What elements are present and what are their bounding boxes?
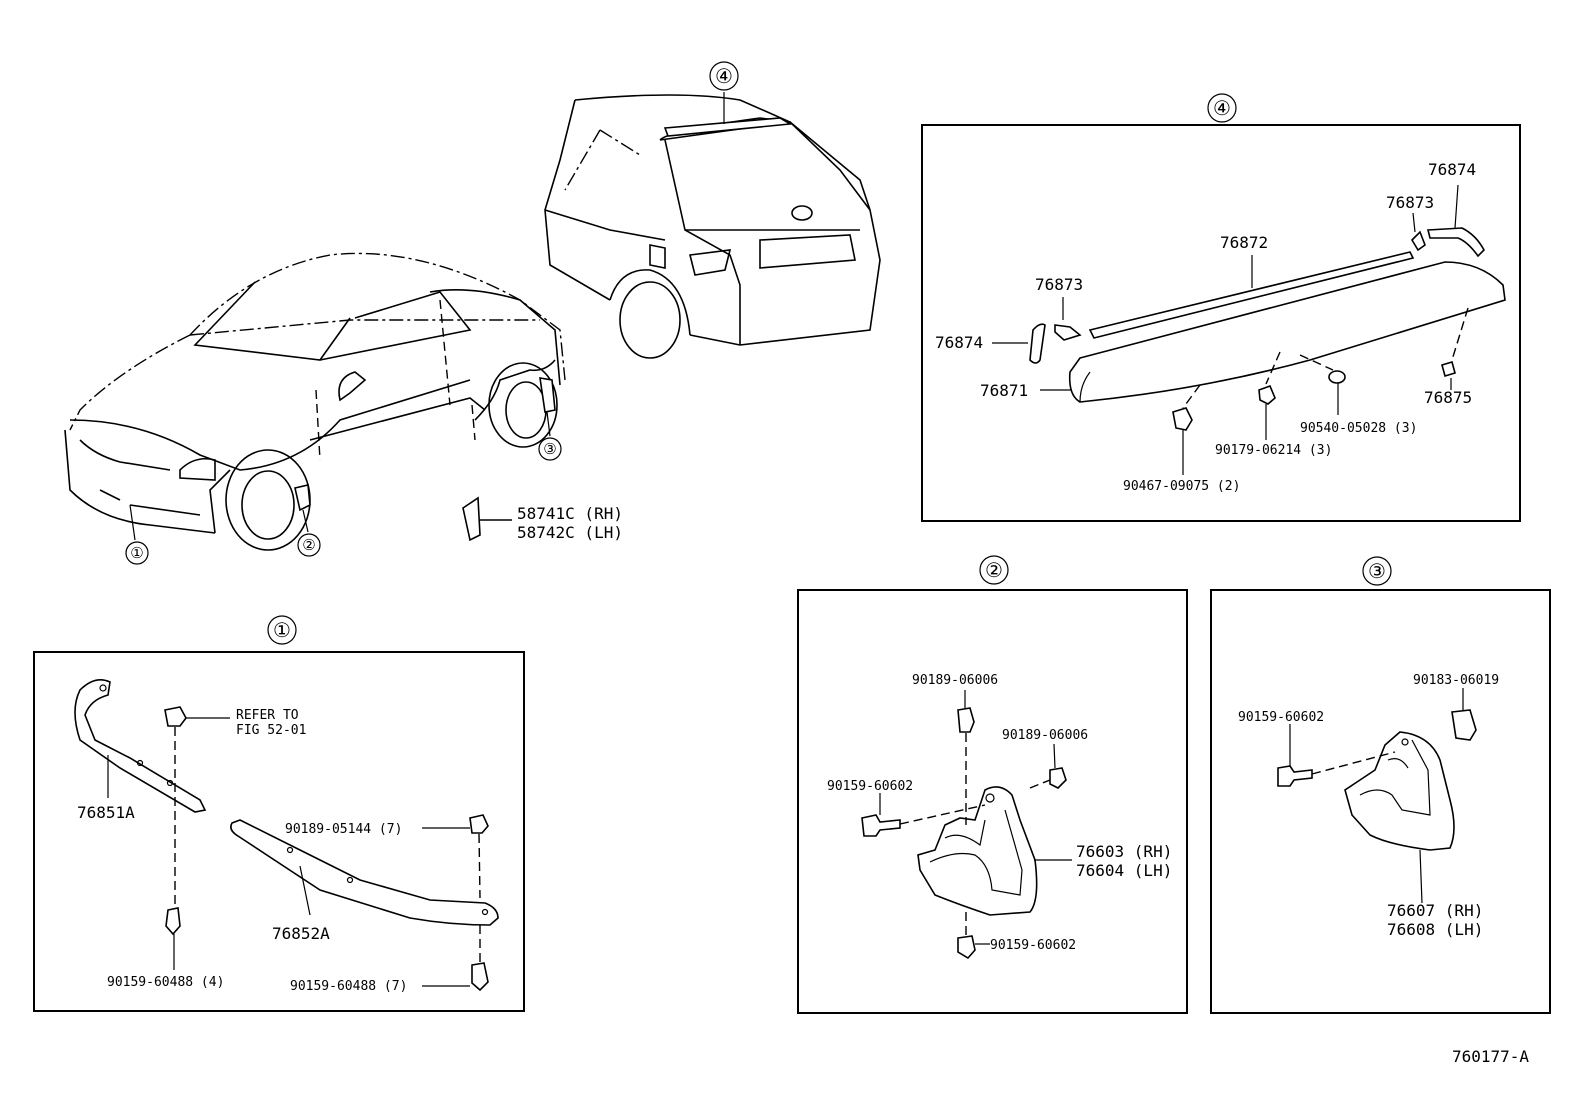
label-fig-52-01: FIG 52-01: [236, 723, 306, 738]
panel-4-title: ④: [1213, 96, 1231, 120]
label-76608-lh: 76608 (LH): [1387, 920, 1483, 939]
label-90179: 90179-06214 (3): [1215, 443, 1332, 458]
rocker-moulding: 58741C (RH) 58742C (LH): [462, 496, 623, 542]
label-76604-lh: 76604 (LH): [1076, 861, 1172, 880]
label-90159-60488-left: 90159-60488 (4): [107, 975, 224, 990]
label-90159-60602-bottom: 90159-60602: [990, 938, 1076, 953]
label-90183-06019: 90183-06019: [1413, 673, 1499, 688]
rocker-rh-label: 58741C (RH): [517, 504, 623, 523]
label-76871: 76871: [980, 381, 1028, 400]
label-refer-to: REFER TO: [236, 708, 299, 723]
label-76873-right: 76873: [1386, 193, 1434, 212]
label-90189-06006-top: 90189-06006: [912, 673, 998, 688]
panel-2-title: ②: [985, 558, 1003, 582]
callout-label: ①: [130, 544, 143, 562]
label-90540: 90540-05028 (3): [1300, 421, 1417, 436]
label-76874-left: 76874: [935, 333, 983, 352]
panel-2-front-mudguard: ② 90189-06006 90189-06006 90159-60602 90…: [797, 555, 1188, 1014]
panel-1-front-spoiler: ① REFER TO FIG 52-01 76851A 76852A 901: [33, 615, 525, 1012]
panel-1-title: ①: [273, 618, 291, 642]
callout-label: ③: [543, 440, 556, 458]
callout-1-car: ①: [125, 541, 149, 565]
label-76873-left: 76873: [1035, 275, 1083, 294]
car-front-view: [64, 252, 566, 551]
label-90467: 90467-09075 (2): [1123, 479, 1240, 494]
label-90189-05144: 90189-05144 (7): [285, 822, 402, 837]
label-76603-rh: 76603 (RH): [1076, 842, 1172, 861]
label-76875: 76875: [1424, 388, 1472, 407]
label-90189-06006-right: 90189-06006: [1002, 728, 1088, 743]
label-90159-60602: 90159-60602: [1238, 710, 1324, 725]
label-76851A: 76851A: [77, 803, 135, 822]
callout-4-car: ④: [709, 61, 739, 91]
label-90159-60488-right: 90159-60488 (7): [290, 979, 407, 994]
panel-3-rear-mudguard: ③ 90183-06019 90159-60602 76607 (RH) 766…: [1210, 556, 1551, 1014]
label-76852A: 76852A: [272, 924, 330, 943]
panel-4-rear-spoiler: ④ 76871 76872 76873: [921, 93, 1521, 522]
figure-code: 760177-A: [1452, 1047, 1529, 1066]
rocker-lh-label: 58742C (LH): [517, 523, 623, 542]
label-90159-60602-left: 90159-60602: [827, 779, 913, 794]
label-76607-rh: 76607 (RH): [1387, 901, 1483, 920]
callout-2-car: ②: [297, 533, 321, 557]
callout-label: ②: [302, 536, 315, 554]
label-76872: 76872: [1220, 233, 1268, 252]
callout-3-car: ③: [538, 437, 562, 461]
panel-3-title: ③: [1368, 559, 1386, 583]
label-76874-right: 76874: [1428, 160, 1476, 179]
callout-label: ④: [715, 64, 733, 88]
car-rear-view: [544, 92, 881, 359]
